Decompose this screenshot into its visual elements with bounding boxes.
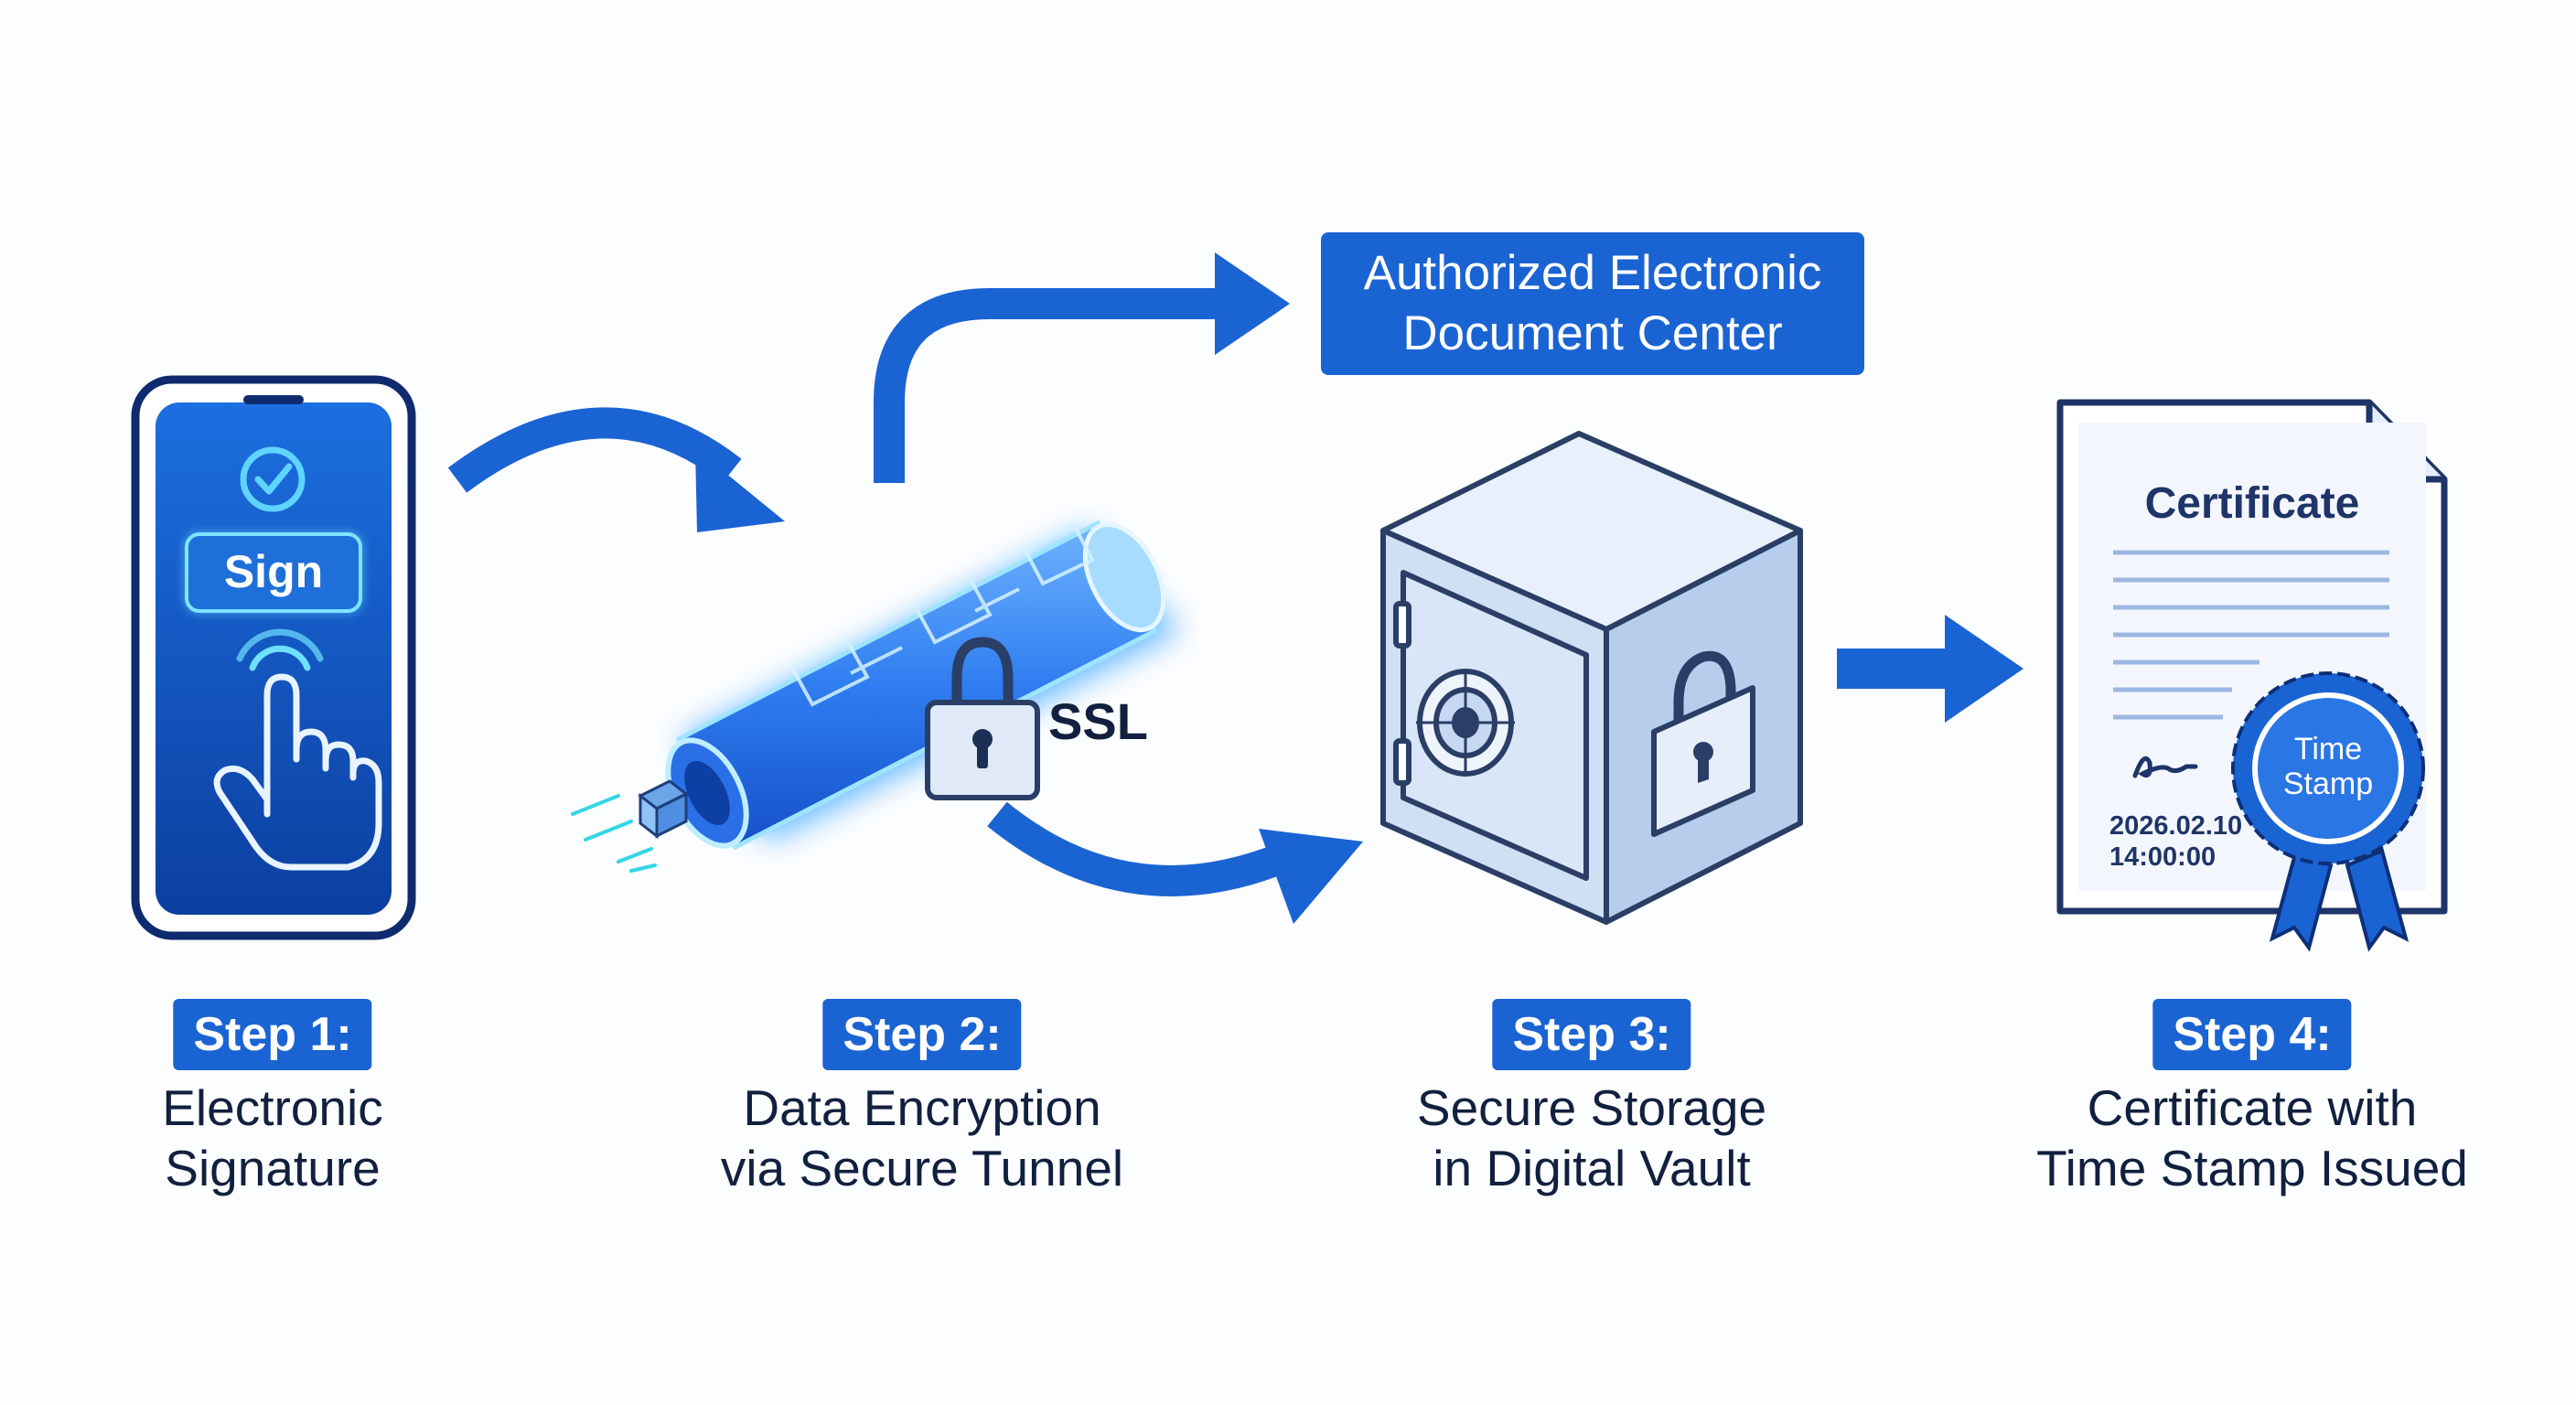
step-3-line1: Secure Storage	[1416, 1079, 1767, 1136]
seal-text-line2: Stamp	[2283, 767, 2373, 801]
step-1-description: Electronic Signature	[0, 1078, 556, 1198]
arrow-to-certificate	[1837, 615, 2023, 723]
step-2-description: Data Encryption via Secure Tunnel	[639, 1078, 1206, 1198]
certificate-title: Certificate	[2145, 479, 2360, 528]
step-3-description: Secure Storage in Digital Vault	[1308, 1078, 1875, 1198]
certificate-time: 14:00:00	[2109, 842, 2216, 872]
step-3-badge: Step 3:	[1492, 999, 1691, 1070]
secure-tunnel	[571, 520, 1180, 873]
arrow-to-tunnel	[447, 407, 785, 532]
rosette-seal-icon: Time Stamp	[2231, 671, 2425, 952]
step-2-badge: Step 2:	[822, 999, 1022, 1070]
certificate-date: 2026.02.10	[2109, 811, 2242, 841]
step-1-line2: Signature	[165, 1140, 381, 1196]
step-4-line1: Certificate with	[2087, 1079, 2418, 1136]
document-center-line2: Document Center	[1402, 306, 1783, 360]
signature-mark	[2132, 756, 2198, 778]
ssl-label: SSL	[1048, 692, 1148, 750]
seal-text-line1: Time	[2294, 732, 2362, 767]
document-center-box: Authorized Electronic Document Center	[1321, 232, 1864, 375]
step-4-badge: Step 4:	[2152, 999, 2352, 1070]
step-4-description: Certificate with Time Stamp Issued	[1969, 1078, 2536, 1198]
sign-button-label: Sign	[224, 546, 323, 597]
arrow-to-document-center	[874, 252, 1290, 483]
padlock-icon	[925, 637, 1040, 800]
vault-safe-icon	[1380, 431, 1803, 925]
step-2-line2: via Secure Tunnel	[720, 1140, 1124, 1196]
certificate-document-icon: Certificate 2026.02.10 14:00:00	[2056, 399, 2448, 915]
step-4-line2: Time Stamp Issued	[2036, 1140, 2468, 1196]
check-circle-icon	[240, 446, 306, 512]
step-3-line2: in Digital Vault	[1433, 1140, 1751, 1196]
document-center-line1: Authorized Electronic	[1363, 246, 1822, 300]
arrow-to-vault	[987, 801, 1363, 924]
sign-button[interactable]: Sign	[184, 531, 363, 614]
step-1-badge: Step 1:	[173, 999, 372, 1070]
step-1-line1: Electronic	[162, 1079, 383, 1136]
step-2-line1: Data Encryption	[743, 1079, 1101, 1136]
pointing-hand-icon	[213, 628, 382, 871]
